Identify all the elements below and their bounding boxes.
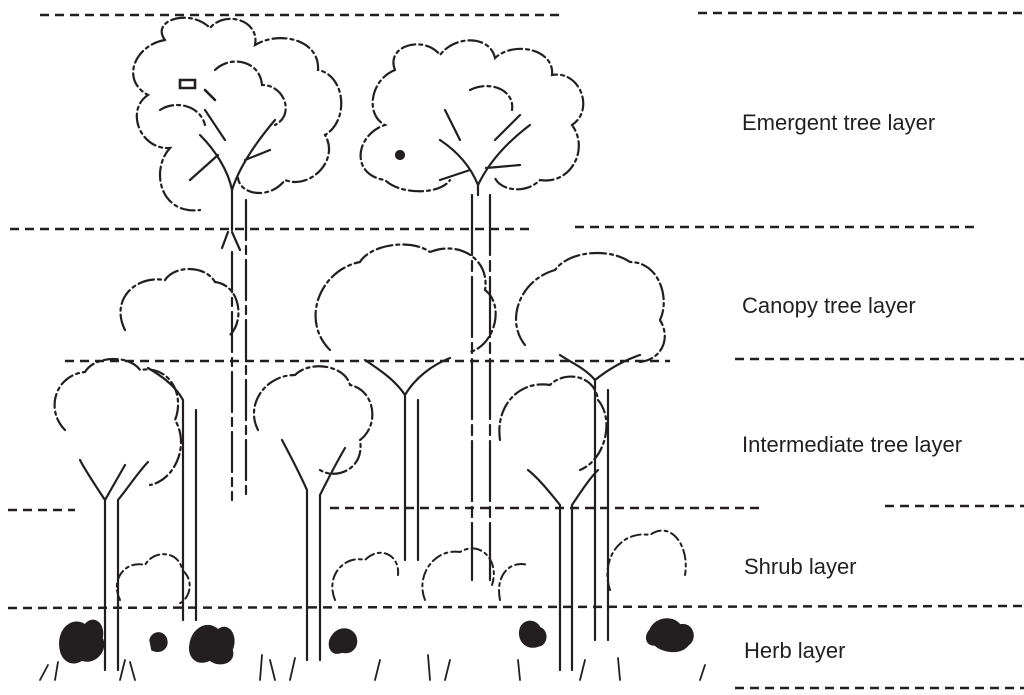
emergent-tree-left (133, 18, 341, 500)
canopy-tree-left (121, 269, 239, 620)
intermediate-tree-center (254, 366, 372, 660)
herb-group (60, 619, 693, 664)
canopy-layer-label: Canopy tree layer (742, 293, 916, 319)
intermediate-tree-right (499, 377, 606, 670)
herb-layer-label: Herb layer (744, 638, 845, 664)
emergent-layer-label: Emergent tree layer (742, 110, 935, 136)
shrub-group (117, 531, 686, 604)
canopy-tree-center (316, 245, 496, 560)
canopy-tree-right (516, 253, 665, 640)
intermediate-layer-label: Intermediate tree layer (742, 432, 962, 458)
ground-grass (40, 655, 705, 680)
emergent-tree-right (361, 40, 584, 580)
shrub-layer-label: Shrub layer (744, 554, 857, 580)
boundary-line-shrub-herb (8, 606, 1024, 608)
